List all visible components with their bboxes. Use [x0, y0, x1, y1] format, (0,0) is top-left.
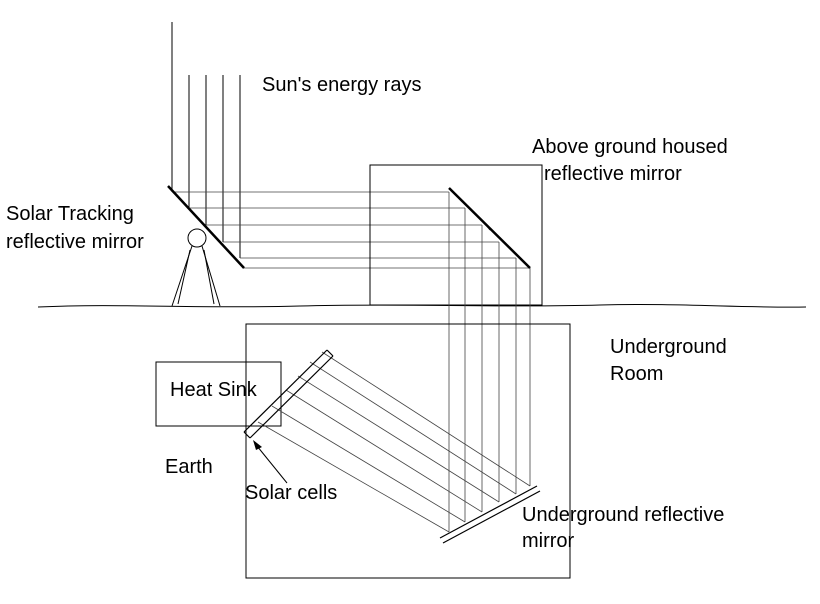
ground-line [37, 304, 807, 308]
above-ground-housing [369, 164, 543, 306]
underground-room [245, 323, 571, 579]
heat-sink-box [155, 361, 282, 427]
sun-rays [171, 22, 241, 258]
reflected-rays-horizontal [172, 191, 530, 269]
solar-tracking-mirror [167, 185, 245, 307]
reflected-rays-diagonal [257, 351, 531, 533]
solar-cells-arrow [253, 440, 288, 484]
underground-room-label-2: Room [610, 363, 663, 385]
above-mirror-label-2: reflective mirror [544, 163, 682, 185]
solar-cells-label: Solar cells [245, 482, 337, 504]
sun-rays-label: Sun's energy rays [262, 74, 421, 96]
underground-mirror-label-1: Underground reflective [522, 504, 724, 526]
underground-mirror [439, 485, 541, 544]
tracking-label-1: Solar Tracking [6, 203, 134, 225]
underground-mirror-label-2: mirror [522, 530, 575, 552]
tracking-label-2: reflective mirror [6, 231, 144, 253]
heat-sink-label: Heat Sink [170, 379, 258, 401]
solar-cell-panel [243, 349, 334, 439]
above-ground-mirror [448, 187, 531, 269]
underground-room-label-1: Underground [610, 336, 727, 358]
earth-label: Earth [165, 456, 213, 478]
reflected-rays-vertical [448, 192, 531, 532]
above-mirror-label-1: Above ground housed [532, 136, 728, 158]
